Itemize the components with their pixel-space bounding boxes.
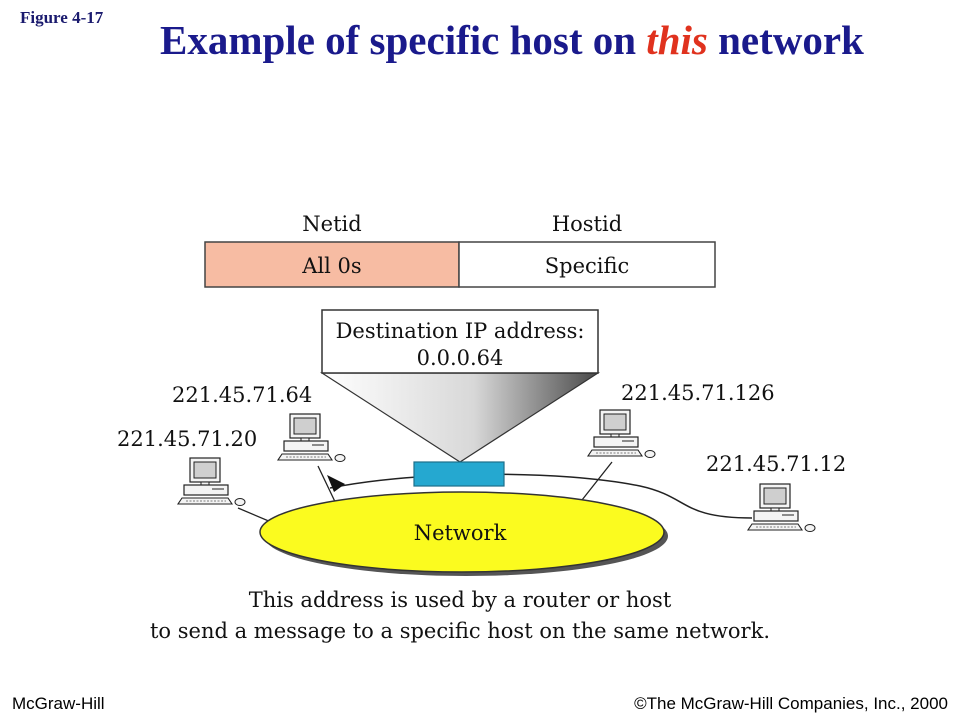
host-64-address: 221.45.71.64: [172, 383, 312, 407]
callout-line2: 0.0.0.64: [417, 346, 504, 370]
packet: [413, 461, 505, 487]
figure-label: Figure 4-17: [20, 8, 104, 27]
page-title: Example of specific host on this network: [160, 16, 940, 64]
packet-path-line: [329, 473, 753, 519]
hostid-header: Hostid: [552, 212, 622, 236]
callout-line1: Destination IP address:: [336, 319, 585, 343]
title-prefix: Example of specific host on: [160, 17, 647, 63]
link-host-126: [581, 461, 613, 501]
computer-host-126: [587, 409, 656, 459]
title-suffix: network: [707, 17, 864, 63]
netid-header: Netid: [302, 212, 361, 236]
callout-box: [321, 309, 599, 374]
caption-line1: This address is used by a router or host: [249, 588, 672, 612]
footer-copyright: ©The McGraw-Hill Companies, Inc., 2000: [634, 694, 948, 713]
callout-cone: [319, 372, 601, 463]
netid-field: [204, 241, 460, 288]
computer-host-12: [747, 483, 816, 533]
caption-line2: to send a message to a specific host on …: [150, 619, 770, 643]
arrow-head: [327, 475, 345, 492]
hostid-field: [458, 241, 716, 288]
netid-value: All 0s: [301, 254, 361, 278]
computer-host-64: [277, 413, 346, 463]
host-20-address: 221.45.71.20: [117, 427, 257, 451]
host-126-address: 221.45.71.126: [621, 381, 775, 405]
hostid-value: Specific: [545, 254, 630, 278]
computer-host-20: [177, 457, 246, 507]
network-label: Network: [414, 521, 507, 545]
footer-publisher: McGraw-Hill: [12, 694, 105, 713]
network-ellipse: [259, 491, 665, 573]
title-emphasis: this: [646, 17, 708, 63]
host-12-address: 221.45.71.12: [706, 452, 846, 476]
